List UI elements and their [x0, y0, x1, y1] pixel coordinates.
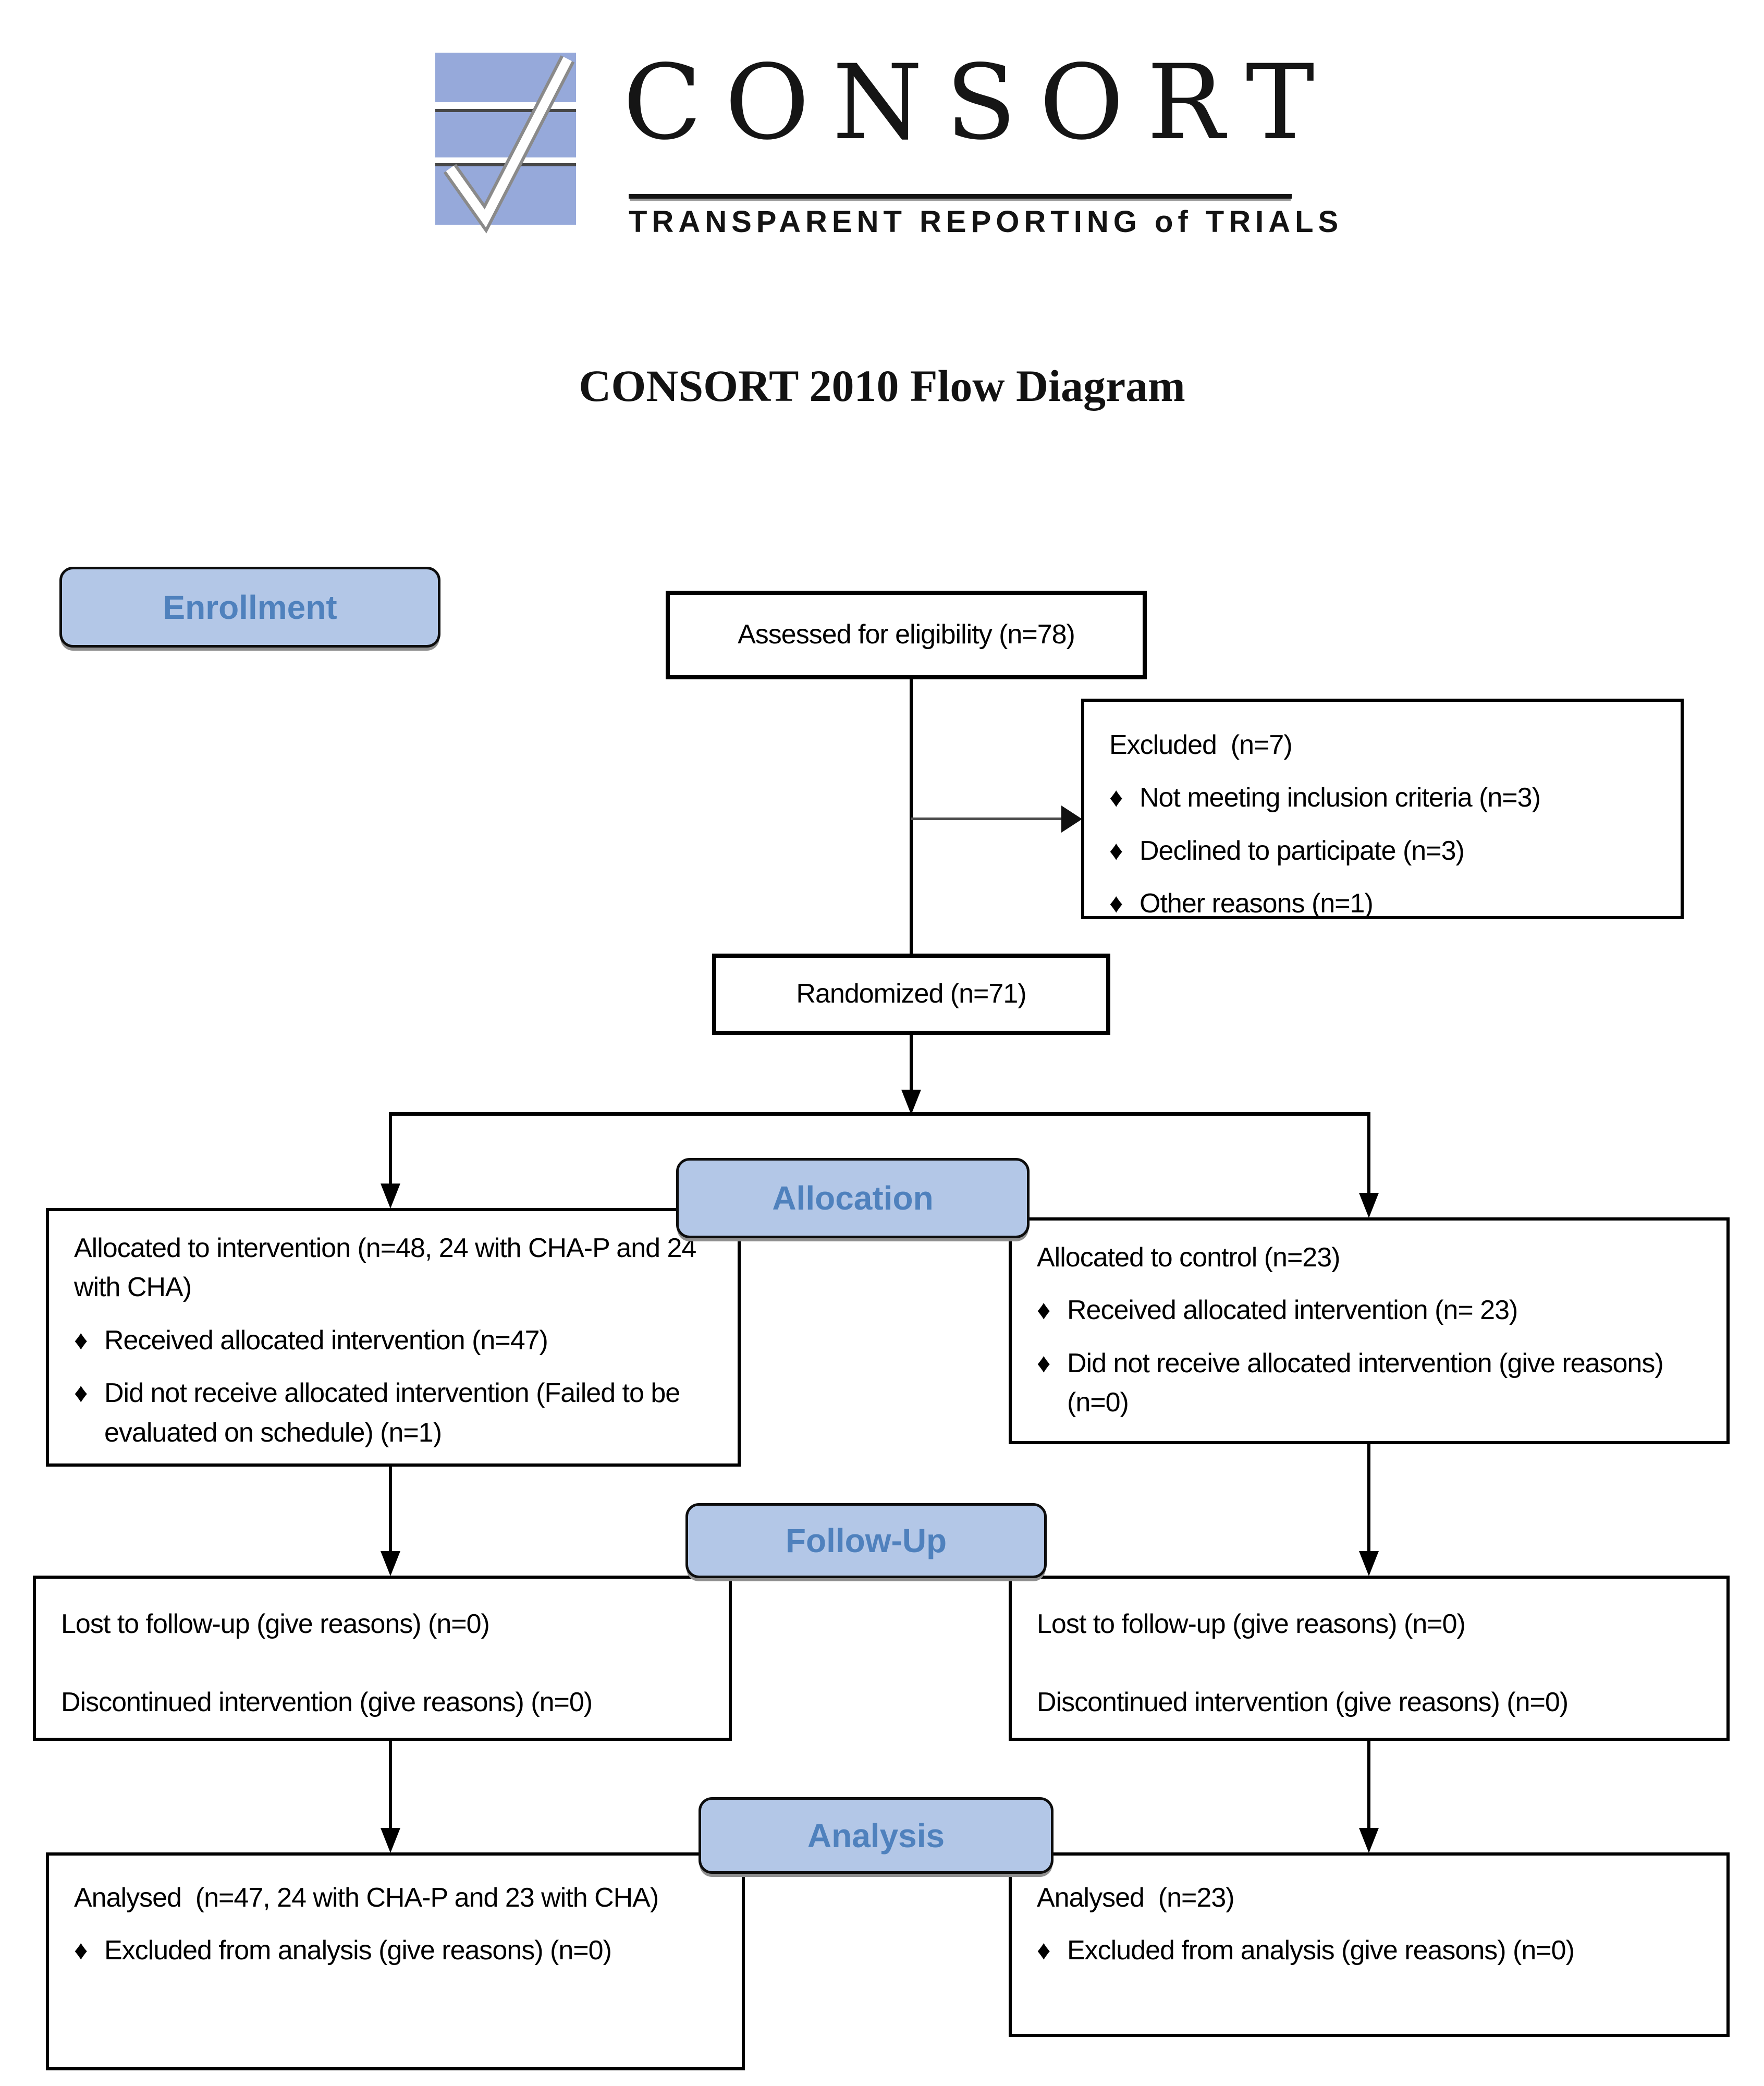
logo-tagline: TRANSPARENT REPORTING of TRIALS: [629, 205, 1343, 239]
alloc-right-item: Received allocated intervention (n= 23): [1067, 1295, 1518, 1326]
excluded-item: Not meeting inclusion criteria (n=3): [1140, 783, 1541, 813]
stage-analysis-label: Analysis: [699, 1797, 1054, 1874]
checkmark-icon: [443, 55, 575, 234]
analysis-left-item: Excluded from analysis (give reasons) (n…: [104, 1935, 612, 1966]
list-item: ♦ Excluded from analysis (give reasons) (…: [74, 1931, 721, 1970]
excluded-item: Other reasons (n=1): [1140, 888, 1374, 919]
list-item: ♦ Received allocated intervention (n=47): [74, 1321, 717, 1360]
arrowhead-follow-right: [1359, 1551, 1379, 1576]
diamond-bullet-icon: ♦: [1109, 835, 1123, 866]
excluded-box: Excluded (n=7) ♦ Not meeting inclusion cr…: [1081, 699, 1684, 919]
list-item: ♦ Excluded from analysis (give reasons) (…: [1037, 1931, 1706, 1970]
analysis-right-item: Excluded from analysis (give reasons) (n…: [1067, 1935, 1575, 1966]
connector-randomized-branch: [910, 1035, 913, 1090]
arrowhead-alloc-right: [1359, 1193, 1379, 1218]
arrowhead-alloc-left: [381, 1184, 400, 1209]
logo-divider: [629, 194, 1292, 199]
stage-followup-label: Follow-Up: [685, 1503, 1047, 1578]
arrowhead-follow-left: [381, 1551, 400, 1576]
followup-left-line1: Lost to follow-up (give reasons) (n=0): [61, 1609, 490, 1639]
connector-excluded: [911, 818, 1063, 820]
randomized-box: Randomized (n=71): [712, 954, 1110, 1035]
connector-assessed-randomized: [910, 679, 913, 954]
connector-alloc-follow-left: [389, 1467, 392, 1551]
excluded-item: Declined to participate (n=3): [1140, 835, 1465, 866]
list-item: ♦ Not meeting inclusion criteria (n=3): [1109, 778, 1660, 818]
logo-bar: [435, 109, 576, 157]
alloc-right-item: Did not receive allocated intervention (…: [1067, 1348, 1671, 1418]
list-item: ♦ Did not receive allocated intervention …: [1037, 1344, 1706, 1423]
list-item: ♦ Did not receive allocated intervention …: [74, 1374, 717, 1453]
connector-follow-analysis-right: [1367, 1741, 1370, 1828]
stage-followup-text: Follow-Up: [785, 1522, 947, 1559]
stage-analysis-text: Analysis: [807, 1816, 945, 1855]
randomized-text: Randomized (n=71): [796, 979, 1026, 1009]
arrowhead-branch: [901, 1090, 921, 1115]
analysis-right-title: Analysed (n=23): [1037, 1883, 1235, 1913]
list-item: ♦ Declined to participate (n=3): [1109, 832, 1660, 871]
connector-branch-left: [389, 1112, 392, 1184]
arrowhead-excluded: [1061, 806, 1082, 833]
diamond-bullet-icon: ♦: [1109, 888, 1123, 919]
analysis-left-box: Analysed (n=47, 24 with CHA-P and 23 wit…: [46, 1852, 745, 2070]
assessed-text: Assessed for eligibility (n=78): [738, 619, 1075, 650]
alloc-left-title: Allocated to intervention (n=48, 24 with…: [74, 1233, 703, 1303]
diamond-bullet-icon: ♦: [74, 1378, 88, 1409]
allocation-control-box: Allocated to control (n=23) ♦ Received al…: [1009, 1217, 1730, 1444]
connector-alloc-follow-right: [1367, 1444, 1370, 1551]
consort-logo-icon: [435, 53, 576, 234]
connector-follow-analysis-left: [389, 1741, 392, 1828]
diamond-bullet-icon: ♦: [1109, 783, 1123, 813]
followup-left-box: Lost to follow-up (give reasons) (n=0) D…: [33, 1576, 732, 1741]
alloc-left-item: Received allocated intervention (n=47): [104, 1325, 548, 1356]
list-item: ♦ Other reasons (n=1): [1109, 884, 1660, 923]
followup-right-line2: Discontinued intervention (give reasons)…: [1037, 1687, 1569, 1718]
analysis-left-title: Analysed (n=47, 24 with CHA-P and 23 wit…: [74, 1883, 659, 1913]
arrowhead-analysis-right: [1359, 1828, 1379, 1853]
stage-allocation-text: Allocation: [772, 1179, 934, 1217]
alloc-right-title: Allocated to control (n=23): [1037, 1242, 1340, 1273]
diamond-bullet-icon: ♦: [1037, 1295, 1051, 1326]
stage-enrollment-text: Enrollment: [163, 588, 337, 626]
list-item: ♦ Received allocated intervention (n= 23): [1037, 1291, 1706, 1330]
diamond-bullet-icon: ♦: [1037, 1935, 1051, 1966]
diamond-bullet-icon: ♦: [74, 1325, 88, 1356]
alloc-left-item: Did not receive allocated intervention (…: [104, 1378, 687, 1448]
stage-allocation-label: Allocation: [676, 1158, 1030, 1238]
assessed-box: Assessed for eligibility (n=78): [666, 591, 1147, 679]
diamond-bullet-icon: ♦: [74, 1935, 88, 1966]
arrowhead-analysis-left: [381, 1828, 400, 1853]
connector-branch-right: [1367, 1112, 1370, 1193]
followup-left-line2: Discontinued intervention (give reasons)…: [61, 1687, 593, 1718]
followup-right-box: Lost to follow-up (give reasons) (n=0) D…: [1009, 1576, 1730, 1741]
brand-text: CONSORT: [623, 42, 1338, 163]
excluded-title: Excluded (n=7): [1109, 730, 1293, 760]
followup-right-line1: Lost to follow-up (give reasons) (n=0): [1037, 1609, 1466, 1639]
connector-branch-horizontal: [389, 1112, 1370, 1116]
allocation-intervention-box: Allocated to intervention (n=48, 24 with…: [46, 1208, 741, 1467]
page-title: CONSORT 2010 Flow Diagram: [579, 361, 1185, 411]
analysis-right-box: Analysed (n=23) ♦ Excluded from analysis …: [1009, 1852, 1730, 2037]
stage-enrollment-label: Enrollment: [59, 567, 440, 648]
diamond-bullet-icon: ♦: [1037, 1348, 1051, 1379]
